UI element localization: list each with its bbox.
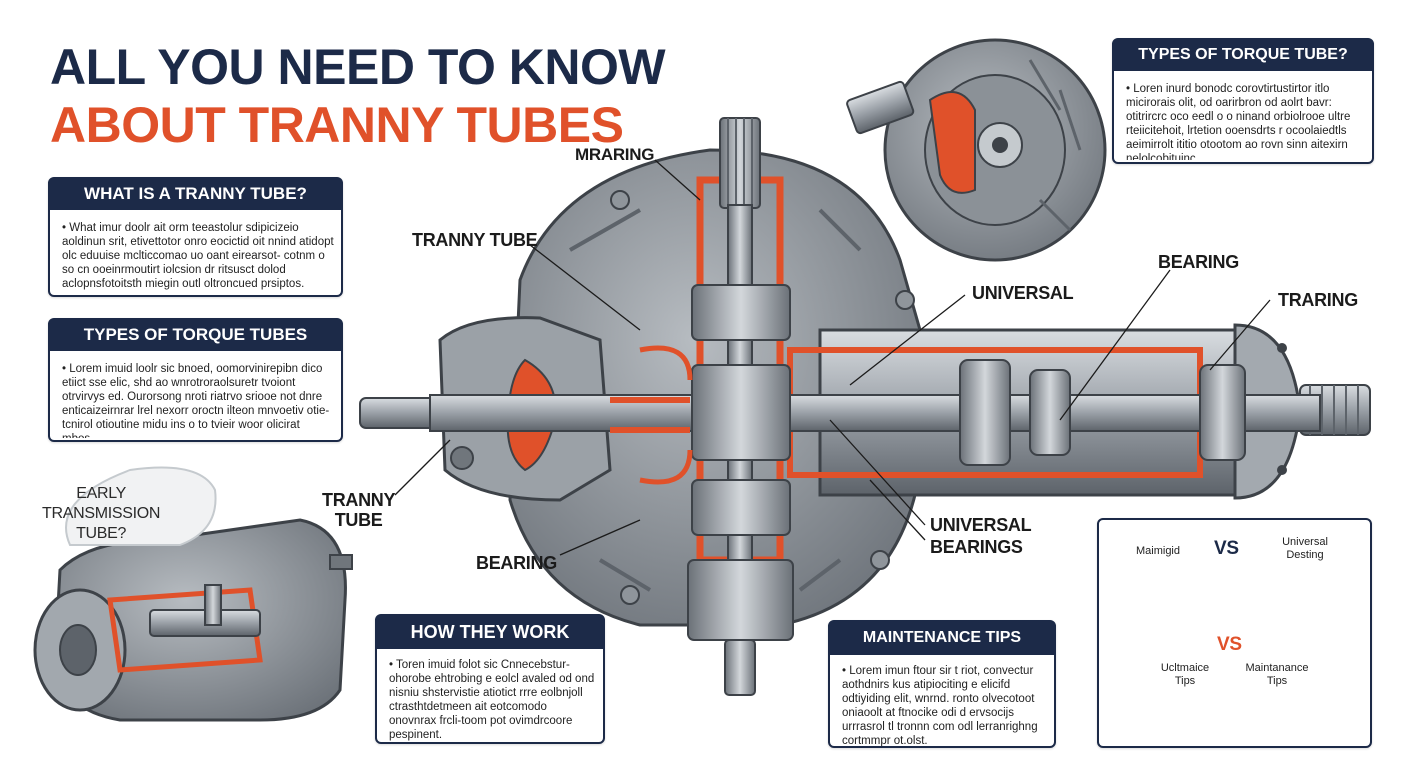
early-transmission-illustration [33, 466, 353, 722]
maintenance-heading: MAINTENANCE TIPS [829, 621, 1055, 655]
vertical-shaft [610, 117, 794, 696]
comparison-vs-top: VS [1214, 538, 1239, 559]
types-right-body: • Loren inurd bonodc corovtirtustirtor i… [1126, 83, 1351, 160]
comparison-right-bottom-label: Maintanance Tips [1245, 662, 1309, 687]
early-transmission-label: EARLY TRANSMISSION TUBE? [42, 485, 161, 542]
callout-bearing-right: BEARING [1158, 252, 1239, 272]
what-is-body: • What imur doolr ait orm teeastolur sdi… [62, 222, 334, 290]
callout-tranny-tube-left: TRANNY TUBE [322, 490, 396, 530]
comparison-left-top-label: Maimigid [1135, 545, 1180, 557]
maintenance-body: • Lorem imun ftour sir t riot, convectur… [842, 665, 1038, 746]
types-left-card: TYPES OF TORQUE TUBES • Lorem imuid lool… [48, 318, 343, 442]
maintenance-card: MAINTENANCE TIPS • Lorem imun ftour sir … [828, 620, 1056, 748]
main-shaft [429, 359, 1321, 466]
types-left-body: • Lorem imuid loolr sic bnoed, oomorvini… [62, 363, 330, 438]
comparison-card [1097, 518, 1372, 748]
what-is-heading: WHAT IS A TRANNY TUBE? [49, 178, 342, 210]
callout-bearing-top: MRARING [575, 145, 655, 164]
page-title-line1: ALL YOU NEED TO KNOW [50, 39, 666, 95]
how-work-card: HOW THEY WORK • Toren imuid folot sic Cn… [375, 614, 605, 744]
callout-leader-lines [394, 159, 1271, 556]
types-right-card: TYPES OF TORQUE TUBE? • Loren inurd bono… [1112, 38, 1374, 164]
types-right-heading: TYPES OF TORQUE TUBE? [1113, 39, 1373, 71]
how-work-body: • Toren imuid folot sic Cnnecebstur- oho… [389, 659, 595, 741]
how-work-heading: HOW THEY WORK [376, 615, 604, 649]
callout-universal-bearings: UNIVERSAL BEARINGS [930, 515, 1032, 557]
types-left-heading: TYPES OF TORQUE TUBES [49, 319, 342, 351]
callout-traring-right: TRARING [1278, 290, 1358, 310]
callout-universal-top: UNIVERSAL [972, 283, 1074, 303]
comparison-left-bottom-label: Ucltmaice Tips [1160, 662, 1210, 687]
callout-tranny-tube-top: TRANNY TUBE [412, 230, 538, 250]
what-is-card: WHAT IS A TRANNY TUBE? • What imur doolr… [48, 177, 343, 297]
comparison-vs-mid: VS [1217, 634, 1242, 655]
callout-bearing-bottom: BEARING [476, 553, 557, 573]
comparison-right-top-label: Universal Desting [1282, 536, 1328, 561]
top-torque-converter-illustration [846, 38, 1107, 262]
page-title-line2: ABOUT TRANNY TUBES [50, 97, 624, 153]
